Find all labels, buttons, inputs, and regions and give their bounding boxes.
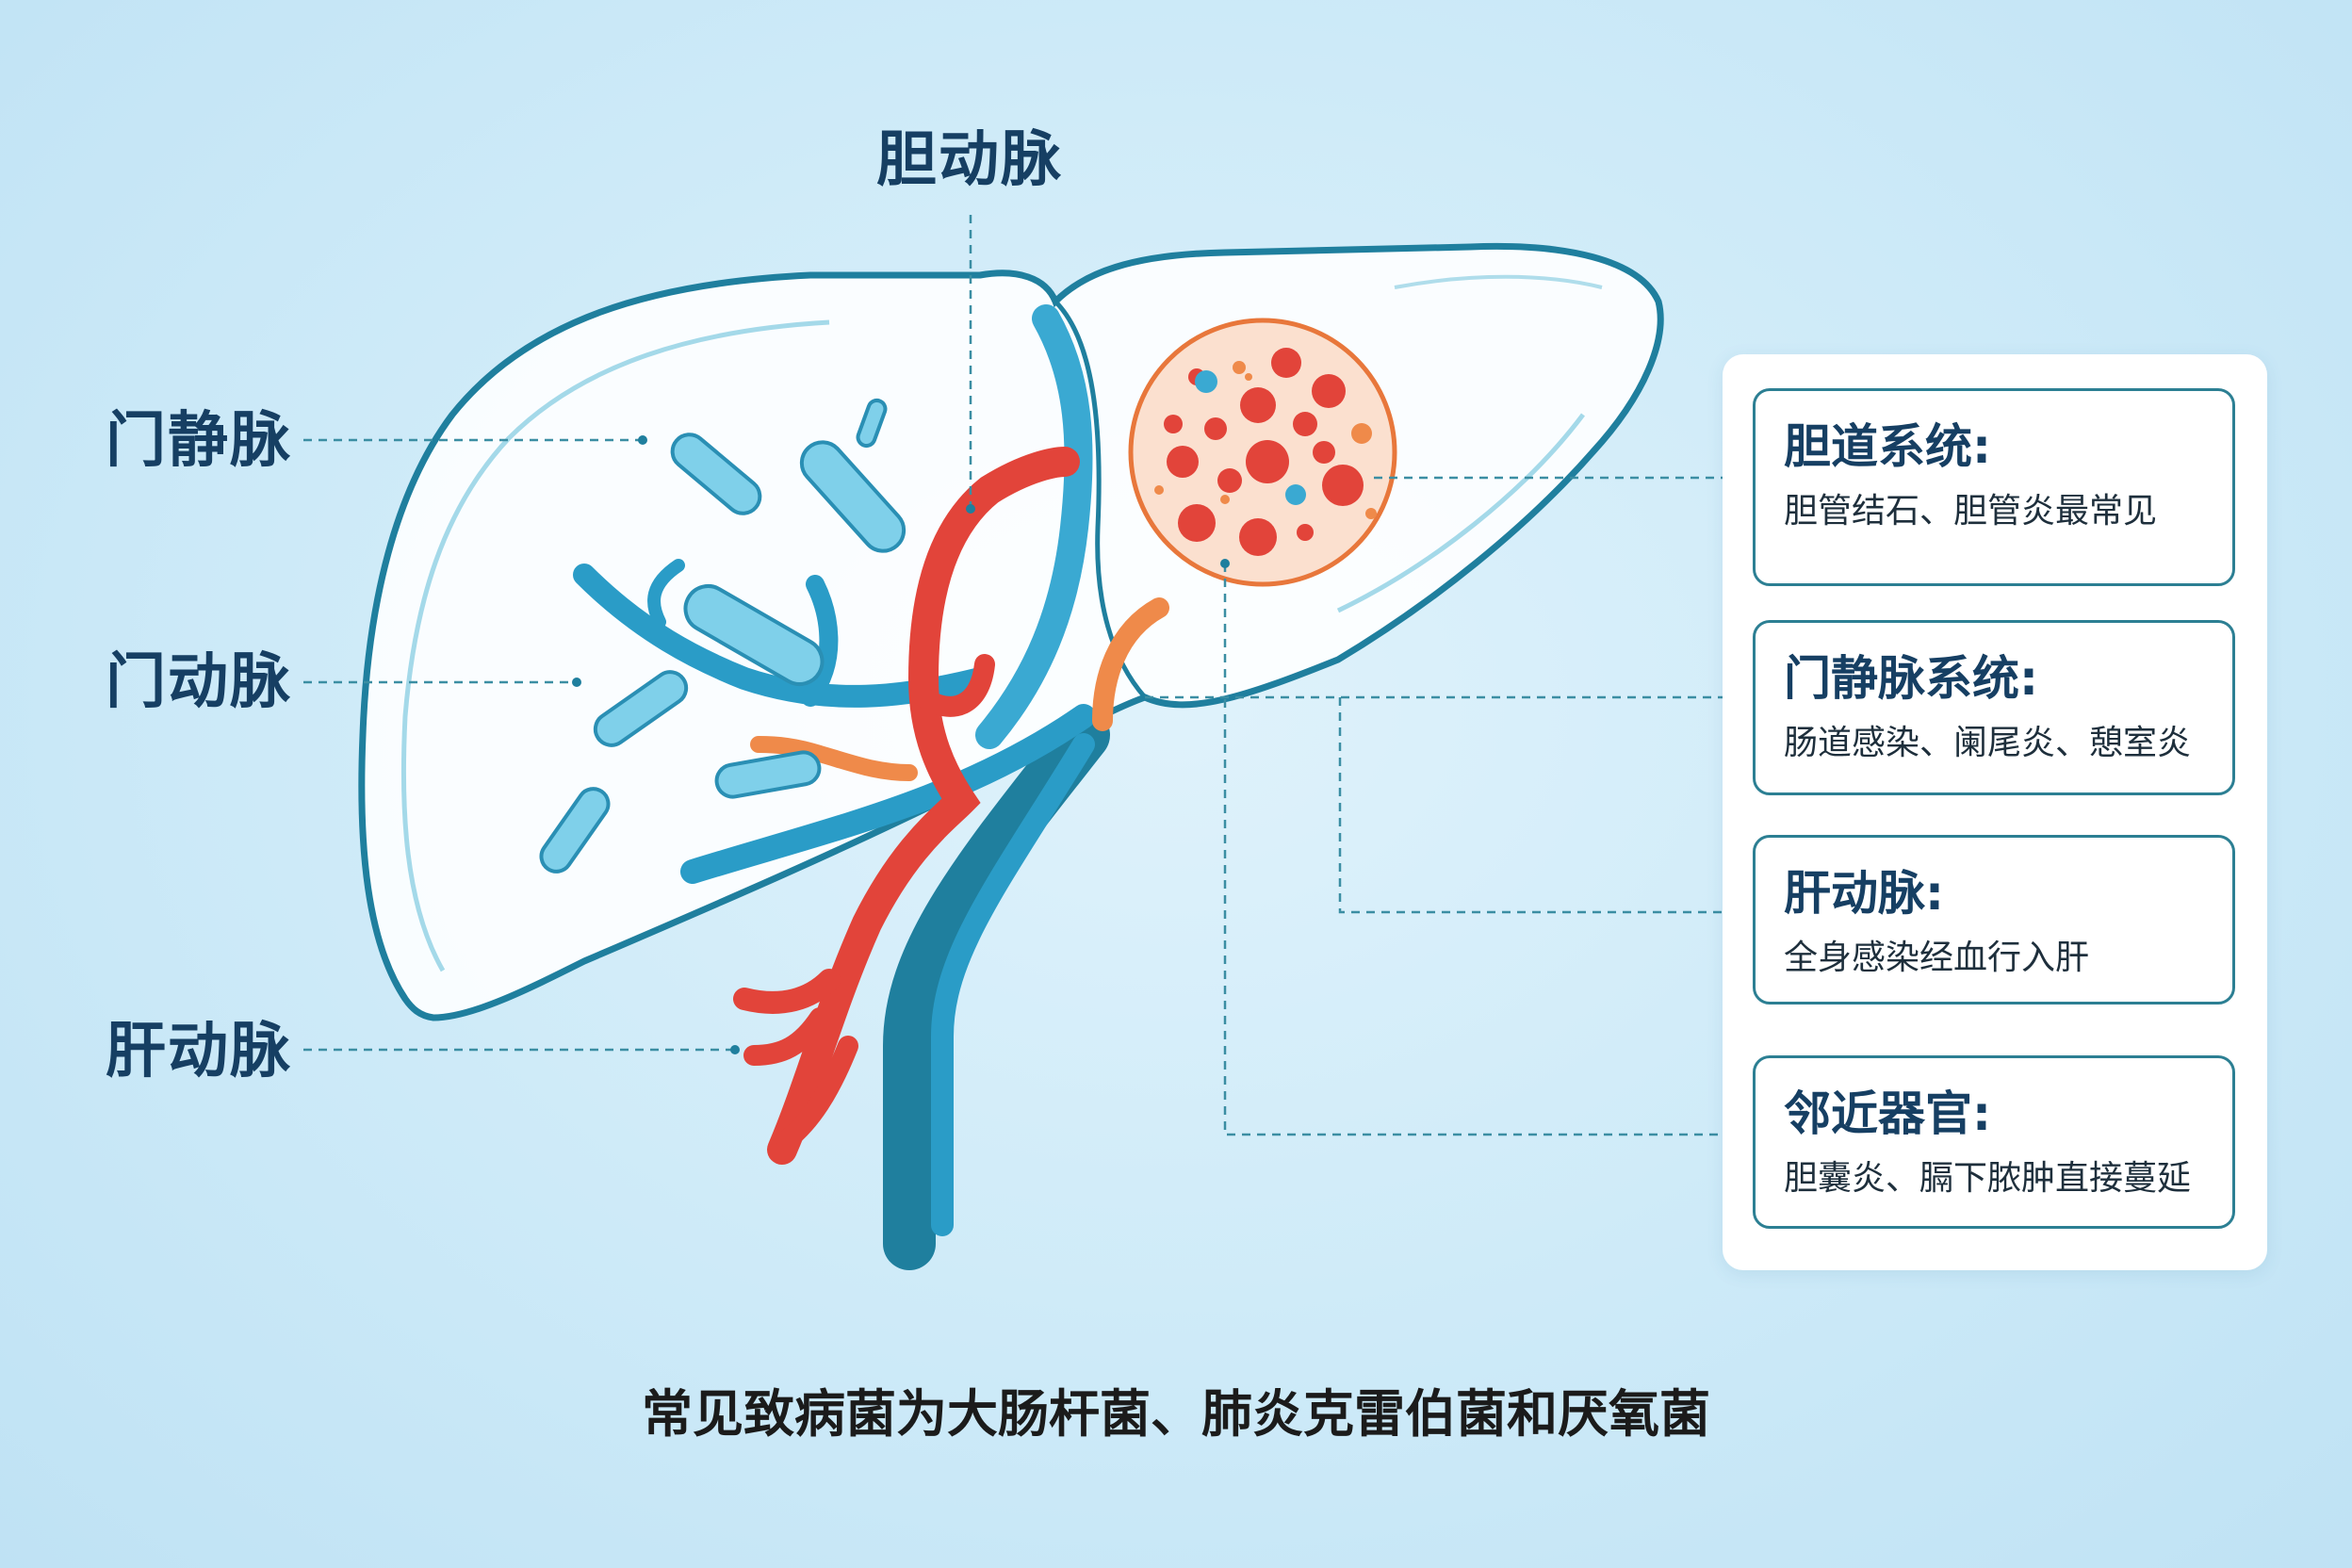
label-hepatic-artery: 肝动脉 bbox=[106, 1017, 292, 1086]
vein-branch bbox=[801, 575, 839, 707]
info-panel: 胆道系统: 胆管结石、胆管炎最常见 门静脉系统: 肠道感染、阑尾炎、憩室炎 肝动… bbox=[1723, 354, 2267, 1270]
liver-inner-line bbox=[1336, 413, 1585, 613]
bacteria-icon bbox=[593, 670, 689, 747]
hepatic-artery-main bbox=[767, 447, 1080, 1165]
bacteria-icon bbox=[799, 440, 906, 553]
card-title: 邻近器官: bbox=[1784, 1086, 1991, 1141]
card-text: 胆管结石、胆管炎最常见 bbox=[1784, 492, 2158, 531]
leader-dot bbox=[572, 678, 581, 687]
card-title: 胆道系统: bbox=[1784, 419, 1991, 474]
card-text: 胆囊炎、膈下脓肿直接蔓延 bbox=[1784, 1159, 2192, 1198]
info-card-adjacent: 邻近器官: 胆囊炎、膈下脓肿直接蔓延 bbox=[1753, 1055, 2235, 1229]
leader-dot bbox=[966, 504, 975, 514]
label-portal-artery: 门动脉 bbox=[106, 647, 292, 717]
bacteria-icon bbox=[714, 750, 822, 799]
bile-duct bbox=[750, 736, 918, 781]
card-text: 肠道感染、阑尾炎、憩室炎 bbox=[1784, 724, 2192, 762]
bacteria-icon bbox=[539, 787, 611, 874]
leader-dot bbox=[638, 435, 647, 445]
info-card-biliary: 胆道系统: 胆管结石、胆管炎最常见 bbox=[1753, 388, 2235, 586]
bacteria-icon bbox=[683, 584, 825, 686]
hepatic-vein-upper bbox=[975, 304, 1093, 749]
info-card-portal: 门静脉系统: 肠道感染、阑尾炎、憩室炎 bbox=[1753, 620, 2235, 795]
abscess-icon bbox=[1128, 318, 1397, 587]
artery-branch bbox=[913, 654, 995, 717]
artery-branch bbox=[743, 1007, 830, 1066]
leader-dot bbox=[1220, 559, 1230, 568]
artery-branch bbox=[776, 1036, 858, 1151]
leader-dot bbox=[730, 1045, 740, 1054]
bile-duct bbox=[1092, 597, 1169, 731]
liver-inner-line bbox=[400, 319, 830, 972]
liver-inner-line bbox=[1394, 274, 1603, 289]
portal-vein-main bbox=[883, 709, 1110, 1270]
bacteria-icon bbox=[856, 398, 888, 449]
vein-branch bbox=[647, 559, 685, 629]
card-title: 肝动脉: bbox=[1784, 866, 1944, 921]
info-card-hepatic-artery: 肝动脉: 全身感染经血行入肝 bbox=[1753, 835, 2235, 1004]
bacteria-icon bbox=[670, 433, 762, 515]
caption: 常见致病菌为大肠杆菌、肺炎克雷伯菌和厌氧菌 bbox=[642, 1384, 1710, 1444]
card-text: 全身感染经血行入肝 bbox=[1784, 939, 2090, 977]
artery-branch bbox=[733, 969, 841, 1014]
label-bile-artery: 胆动脉 bbox=[876, 125, 1063, 195]
vein-branch bbox=[680, 704, 1096, 884]
liver-outline bbox=[358, 242, 1664, 1021]
card-title: 门静脉系统: bbox=[1784, 651, 2038, 706]
portal-vein-main-inner bbox=[931, 733, 1095, 1236]
leader-line bbox=[1338, 697, 1723, 914]
label-portal-vein: 门静脉 bbox=[106, 406, 292, 476]
